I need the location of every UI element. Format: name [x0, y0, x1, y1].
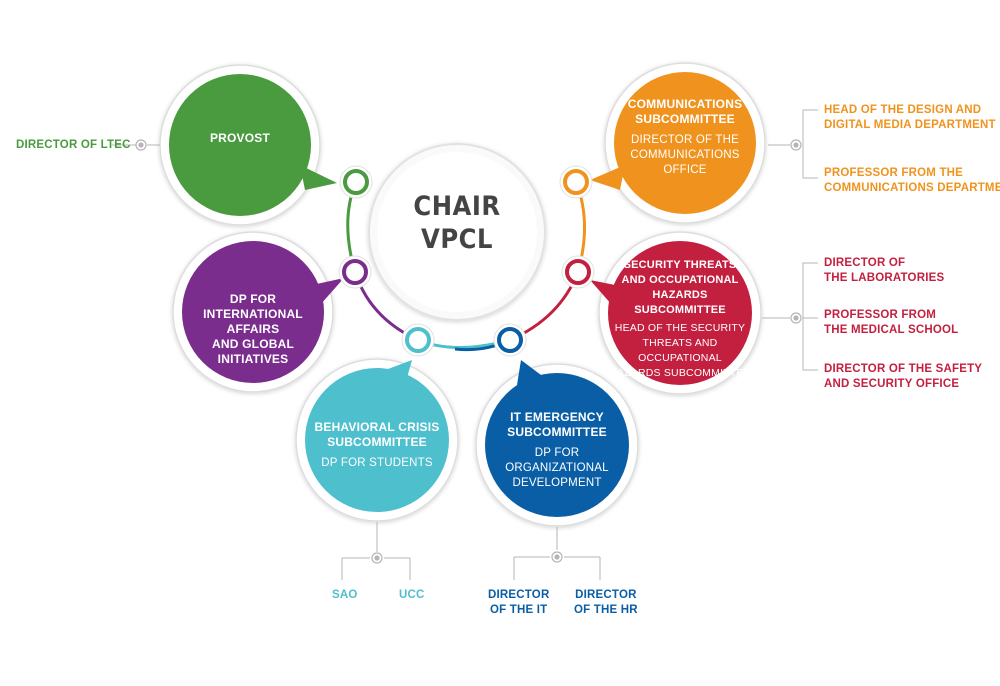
security-sub2: THREATS AND OCCUPATIONAL — [638, 337, 722, 364]
label-director-it: DIRECTOR OF THE IT — [488, 588, 549, 618]
provost-bubble — [159, 64, 337, 226]
security-text: SECURITY THREATS AND OCCUPATIONAL HAZARD… — [605, 258, 755, 381]
communications-bubble — [590, 62, 766, 224]
label-sao: SAO — [332, 589, 358, 601]
label-director-it-line2: OF THE IT — [490, 604, 548, 616]
security-title1: SECURITY THREATS — [623, 259, 737, 271]
label-director-labs-line1: DIRECTOR OF — [824, 257, 906, 269]
label-director-ltec: DIRECTOR OF LTEC — [16, 139, 131, 151]
label-prof-communications-line2: COMMUNICATIONS DEPARTMENT — [824, 182, 1000, 194]
label-ucc: UCC — [399, 589, 425, 601]
dp-international-line2: INTERNATIONAL AFFAIRS — [203, 307, 303, 336]
behavioral-bubble — [295, 358, 459, 522]
communications-sub1: DIRECTOR OF THE — [631, 134, 739, 146]
dp-international-line3: AND GLOBAL INITIATIVES — [212, 337, 294, 366]
label-director-hr: DIRECTOR OF THE HR — [574, 588, 638, 618]
label-director-hr-line1: DIRECTOR — [575, 589, 637, 601]
communications-title1: COMMUNICATIONS — [627, 97, 743, 111]
label-prof-medical-line1: PROFESSOR FROM — [824, 309, 937, 321]
communications-sub2: COMMUNICATIONS — [630, 149, 740, 161]
label-director-safety: DIRECTOR OF THE SAFETY AND SECURITY OFFI… — [824, 362, 982, 392]
label-director-labs: DIRECTOR OF THE LABORATORIES — [824, 256, 944, 286]
node-green — [339, 165, 373, 199]
label-director-safety-line2: AND SECURITY OFFICE — [824, 378, 960, 390]
security-sub3: HAZARDS SUBCOMMITTEE — [609, 367, 751, 379]
label-prof-communications: PROFESSOR FROM THE COMMUNICATIONS DEPART… — [824, 166, 1000, 196]
connector-dots — [135, 139, 802, 564]
it-emergency-title1: IT EMERGENCY — [510, 410, 604, 424]
label-director-hr-line2: OF THE HR — [574, 604, 638, 616]
security-bracket — [762, 262, 818, 371]
security-title2: AND OCCUPATIONAL — [621, 274, 739, 286]
communications-title2: SUBCOMMITTEE — [635, 112, 735, 126]
center-bubble — [368, 143, 546, 321]
provost-title: PROVOST — [209, 131, 271, 145]
center-line2: VPCL — [421, 224, 493, 255]
provost-text: PROVOST — [180, 131, 300, 146]
label-director-it-line1: DIRECTOR — [488, 589, 550, 601]
communications-text: COMMUNICATIONS SUBCOMMITTEE DIRECTOR OF … — [615, 97, 755, 178]
it-bracket — [513, 527, 601, 580]
communications-sub3: OFFICE — [663, 164, 707, 176]
behavioral-sub1: DP FOR STUDENTS — [321, 457, 433, 469]
node-purple — [338, 255, 372, 289]
behavioral-title2: SUBCOMMITTEE — [327, 435, 427, 449]
security-bubble — [590, 231, 762, 395]
comm-bracket — [768, 109, 818, 179]
it-emergency-text: IT EMERGENCY SUBCOMMITTEE DP FOR ORGANIZ… — [487, 410, 627, 491]
dp-international-bubble — [172, 231, 344, 393]
dp-international-line1: DP FOR — [229, 292, 277, 306]
label-prof-communications-line1: PROFESSOR FROM THE — [824, 167, 964, 179]
node-blue — [493, 323, 527, 357]
it-emergency-sub1: DP FOR ORGANIZATIONAL — [505, 447, 609, 474]
security-title3: HAZARDS SUBCOMMITTEE — [634, 289, 726, 316]
label-director-safety-line1: DIRECTOR OF THE SAFETY — [824, 363, 983, 375]
center-line1: CHAIR — [413, 191, 501, 222]
node-teal — [401, 323, 435, 357]
it-emergency-sub2: DEVELOPMENT — [512, 477, 602, 489]
it-emergency-title2: SUBCOMMITTEE — [507, 425, 607, 439]
node-orange — [559, 165, 593, 199]
label-head-design-line1: HEAD OF THE DESIGN AND — [824, 104, 982, 116]
it-emergency-bubble — [475, 360, 639, 527]
label-prof-medical-line2: THE MEDICAL SCHOOL — [824, 324, 959, 336]
center-title: CHAIR VPCL — [392, 190, 522, 256]
security-sub1: HEAD OF THE SECURITY — [614, 322, 746, 334]
behavioral-title1: BEHAVIORAL CRISIS — [314, 420, 440, 434]
label-prof-medical: PROFESSOR FROM THE MEDICAL SCHOOL — [824, 308, 958, 338]
label-head-design: HEAD OF THE DESIGN AND DIGITAL MEDIA DEP… — [824, 103, 996, 133]
label-head-design-line2: DIGITAL MEDIA DEPARTMENT — [824, 119, 996, 131]
label-director-labs-line2: THE LABORATORIES — [824, 272, 945, 284]
behavioral-text: BEHAVIORAL CRISIS SUBCOMMITTEE DP FOR ST… — [312, 420, 442, 471]
dp-international-text: DP FOR INTERNATIONAL AFFAIRS AND GLOBAL … — [178, 292, 328, 367]
node-red — [561, 255, 595, 289]
behavioral-bracket — [341, 522, 411, 580]
